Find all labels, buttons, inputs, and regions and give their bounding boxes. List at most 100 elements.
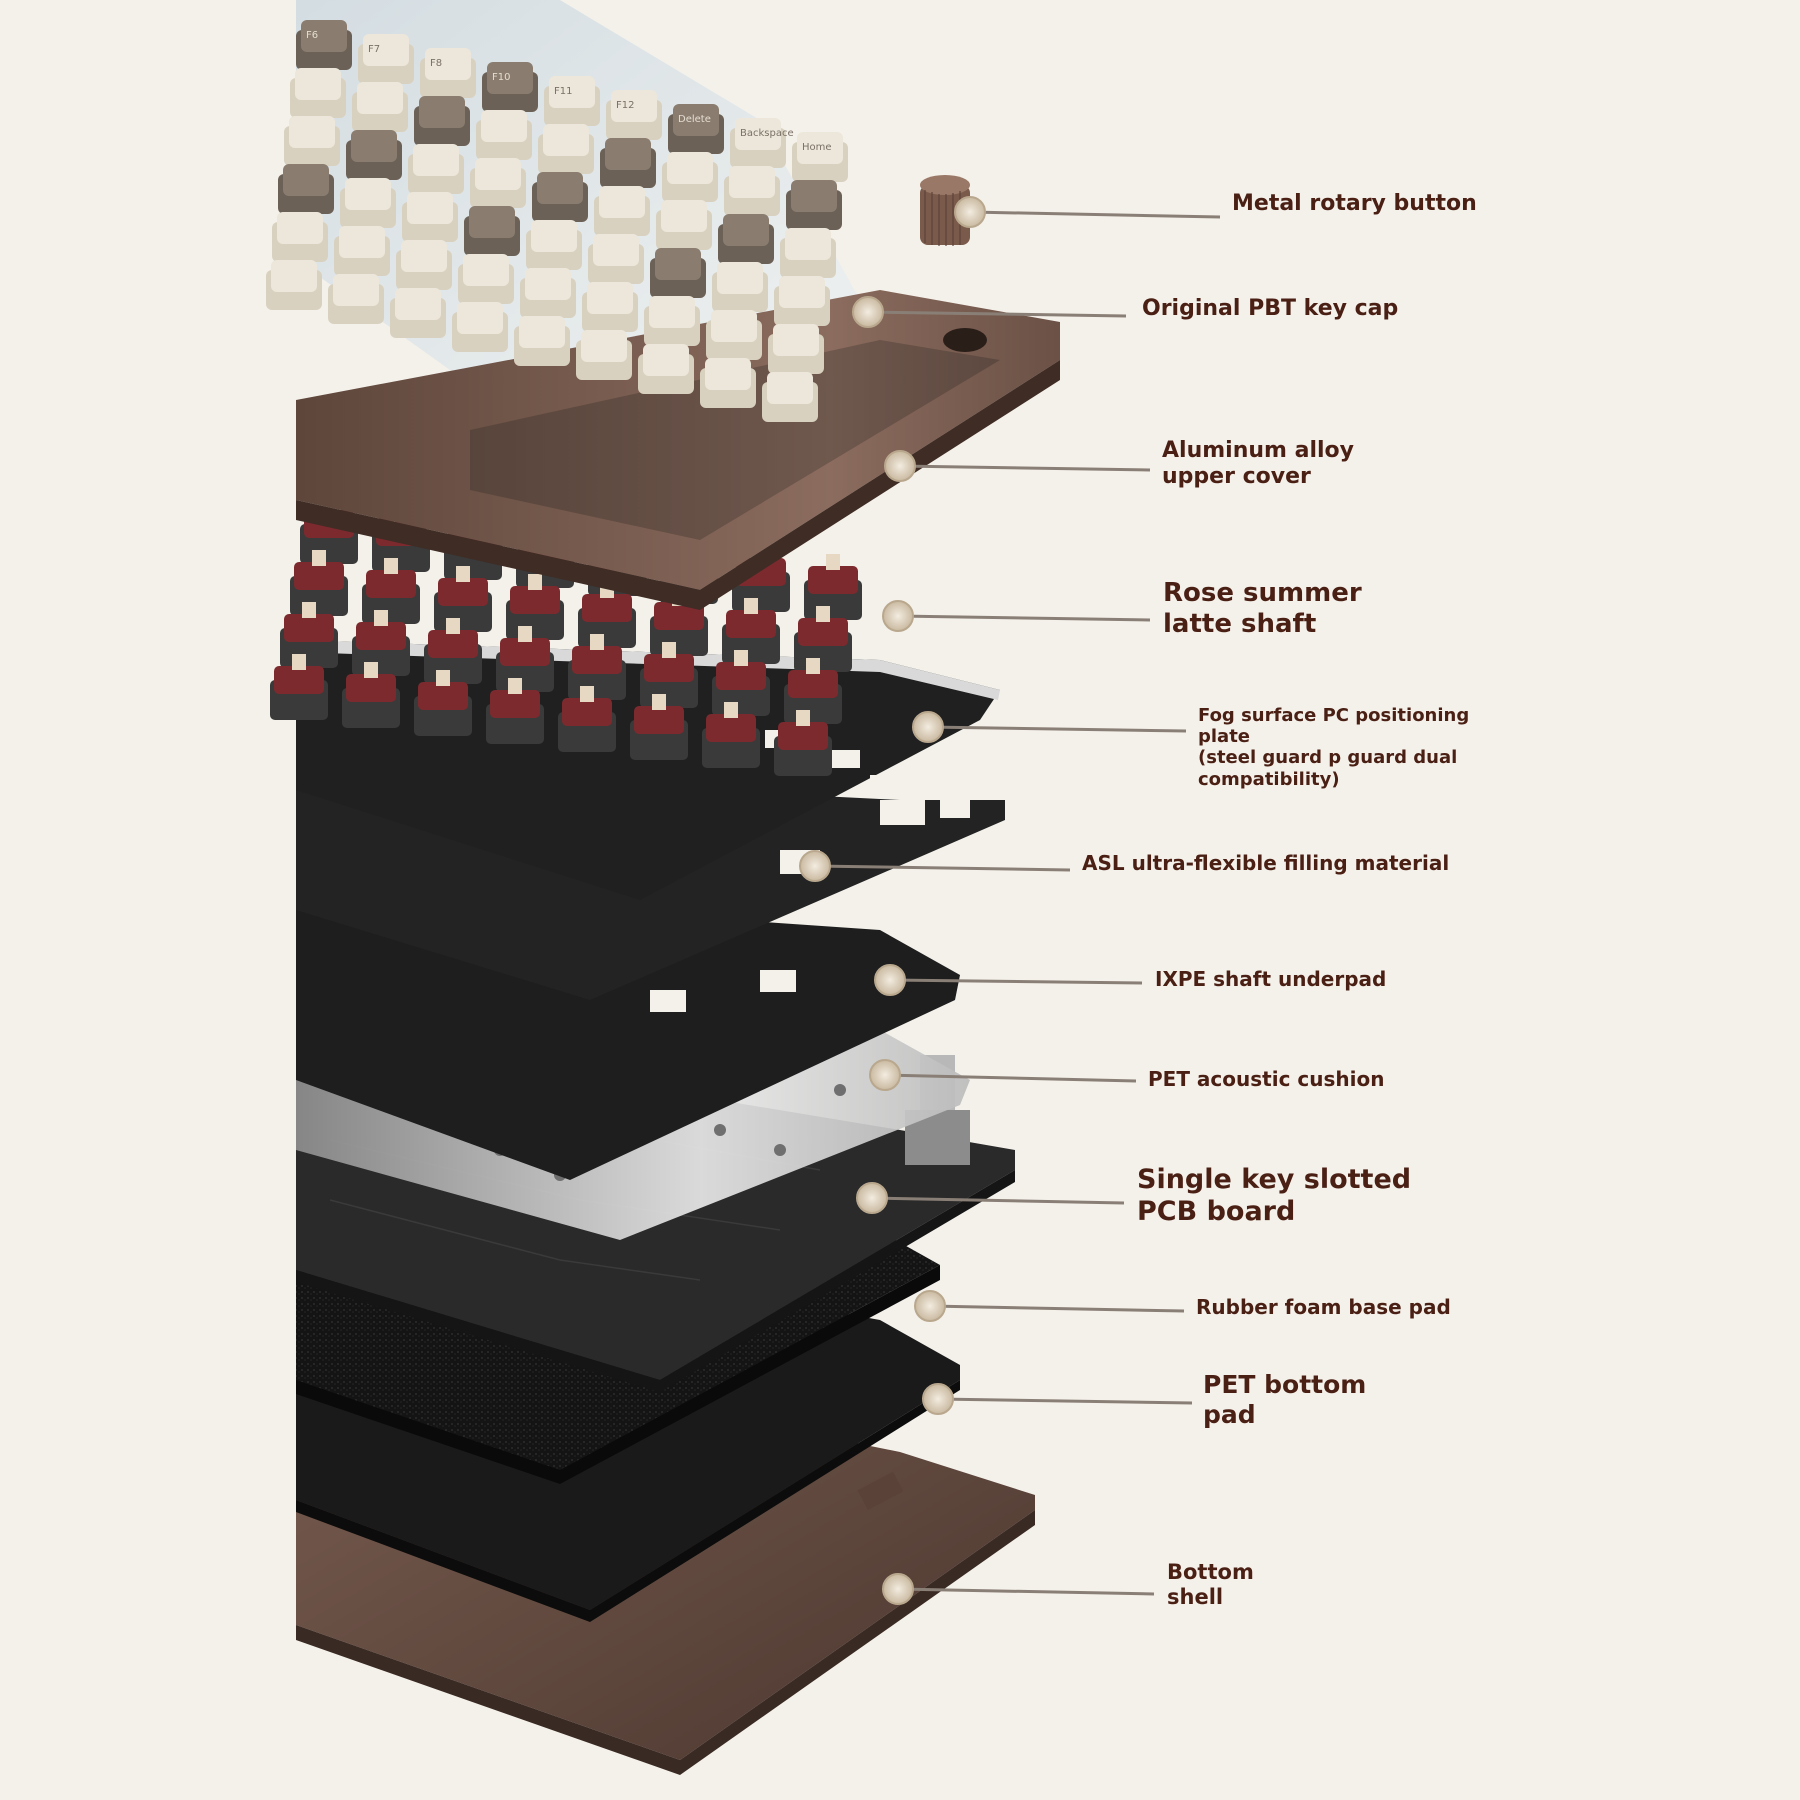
callout-leaders <box>799 196 1221 1605</box>
keycap-legend: F12 <box>616 100 634 111</box>
keycap <box>712 262 768 312</box>
metal-rotary-button-leader-line <box>969 210 1221 219</box>
switch <box>342 662 400 728</box>
keycap <box>786 180 842 230</box>
metal-rotary-knob <box>920 175 970 246</box>
keycap <box>402 192 458 242</box>
keycap <box>600 138 656 188</box>
bottom-shell-slot <box>857 1471 904 1510</box>
keycap <box>724 166 780 216</box>
keycap <box>638 344 694 394</box>
keycap <box>526 220 582 270</box>
pbt-key-cap-label-line: Original PBT key cap <box>1142 296 1399 321</box>
keycap <box>452 302 508 352</box>
keycap <box>408 144 464 194</box>
keycap: F7 <box>358 34 414 84</box>
keycap <box>340 178 396 228</box>
metal-rotary-button-callout-dot <box>954 196 986 228</box>
keycap <box>278 164 334 214</box>
keycap-legend: Delete <box>678 114 711 125</box>
keycap <box>538 124 594 174</box>
ixpe-shaft-underpad-label: IXPE shaft underpad <box>1155 967 1387 992</box>
pet-bottom-pad-label-line: PET bottom <box>1203 1370 1367 1399</box>
keycap-legend: F6 <box>306 30 318 41</box>
keycap <box>470 158 526 208</box>
keycap <box>650 248 706 298</box>
pcb-board-label-line: PCB board <box>1137 1195 1296 1227</box>
rose-summer-latte-shaft-callout-dot <box>882 600 914 632</box>
pet-acoustic-cushion-callout-dot <box>869 1059 901 1091</box>
keycap: F6 <box>296 20 352 70</box>
keycap <box>352 82 408 132</box>
asl-filling-material-label-line: ASL ultra-flexible filling material <box>1082 851 1450 875</box>
keycap <box>656 200 712 250</box>
keycap: F10 <box>482 62 538 112</box>
bottom-shell-label-line: shell <box>1167 1584 1224 1609</box>
keycap: Backspace <box>730 118 794 168</box>
keycap-legend: F7 <box>368 44 380 55</box>
keycap <box>576 330 632 380</box>
rubber-foam-base-pad-label: Rubber foam base pad <box>1196 1295 1451 1320</box>
switch <box>414 670 472 736</box>
switch <box>630 694 688 760</box>
pcb-board-callout-dot <box>856 1182 888 1214</box>
switch <box>496 626 554 692</box>
pc-positioning-plate-label-line: plate <box>1198 726 1251 748</box>
pet-bottom-pad-label-line: pad <box>1203 1399 1256 1429</box>
switch <box>558 686 616 752</box>
pet-acoustic-cushion-leader-line <box>884 1073 1137 1083</box>
keycap <box>594 186 650 236</box>
ixpe-shaft-underpad-label-line: IXPE shaft underpad <box>1155 967 1387 991</box>
keycap <box>334 226 390 276</box>
pet-bottom-pad-callout-dot <box>922 1383 954 1415</box>
aluminum-upper-cover-leader-line <box>899 464 1151 472</box>
keycap: F8 <box>420 48 476 98</box>
keycap <box>644 296 700 346</box>
bottom-shell-leader-line <box>897 1587 1155 1596</box>
asl-filling-material-label: ASL ultra-flexible filling material <box>1082 851 1450 876</box>
upper-cover-edge <box>296 360 1060 610</box>
pbt-key-cap-callout-dot <box>852 296 884 328</box>
keycap <box>290 68 346 118</box>
keycap: F11 <box>544 76 600 126</box>
ixpe-shaft-underpad-callout-dot <box>874 964 906 996</box>
switch <box>270 654 328 720</box>
upper-cover-opening <box>470 340 1000 540</box>
pc-positioning-plate-label-line: (steel guard p guard dual <box>1198 747 1458 769</box>
keycap <box>414 96 470 146</box>
pcb-board-label-line: Single key slotted <box>1137 1164 1412 1195</box>
switch <box>486 678 544 744</box>
ixpe-shaft-underpad-leader-line <box>889 978 1143 985</box>
keycap <box>706 310 762 360</box>
keycap <box>284 116 340 166</box>
keycap-legend: F8 <box>430 58 442 69</box>
keycap <box>700 358 756 408</box>
aluminum-upper-cover-label-line: Aluminum alloy <box>1162 438 1354 463</box>
switch <box>804 554 862 620</box>
keycap <box>520 268 576 318</box>
keycap <box>396 240 452 290</box>
metal-rotary-button-label-line: Metal rotary button <box>1232 191 1477 216</box>
keycap <box>762 372 818 422</box>
keycap-legend: F11 <box>554 86 572 97</box>
keycap <box>588 234 644 284</box>
pet-acoustic-cushion-label: PET acoustic cushion <box>1148 1067 1384 1092</box>
rose-summer-latte-shaft-leader-line <box>897 614 1151 622</box>
aluminum-upper-cover-label-line: upper cover <box>1162 463 1311 489</box>
asl-filling-material-leader-line <box>814 864 1071 872</box>
bottom-shell-label-line: Bottom <box>1167 1560 1254 1584</box>
keycap <box>514 316 570 366</box>
pet-bottom-pad-leader-line <box>937 1397 1193 1405</box>
keycap <box>464 206 520 256</box>
keycap <box>582 282 638 332</box>
rubber-foam-base-pad-leader-line <box>929 1304 1185 1313</box>
rose-summer-latte-shaft-label-line: Rose summer <box>1163 578 1362 608</box>
keycap <box>476 110 532 160</box>
keycap <box>780 228 836 278</box>
keycap: Home <box>792 132 848 182</box>
